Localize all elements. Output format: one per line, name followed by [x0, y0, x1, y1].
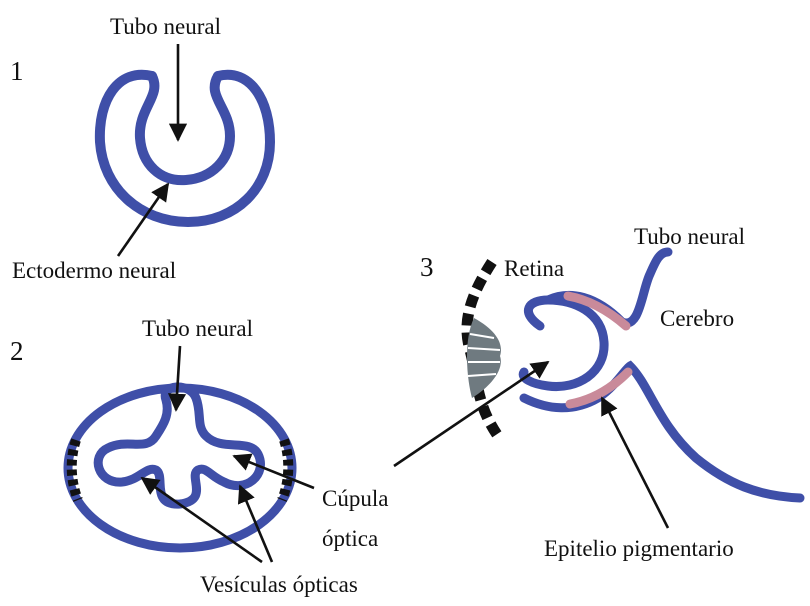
panel-1-number: 1: [10, 56, 24, 86]
panel-2-optic-cup-label-line2: óptica: [322, 526, 378, 551]
panel-2-optic-cup-label-line1: Cúpula: [322, 486, 388, 511]
panel-3: 3 Tubo neural Retina Cerebro Epitelio pi…: [394, 224, 800, 561]
panel-3-retina-label: Retina: [504, 256, 564, 281]
panel-3-lens: [467, 318, 501, 398]
panel-3-neural-tube-label: Tubo neural: [634, 224, 745, 249]
panel-1-ectoderm-label: Ectodermo neural: [12, 258, 176, 283]
panel-3-optic-cup-retina: [523, 300, 604, 387]
panel-2-neural-tube-trefoil: [98, 387, 260, 504]
panel-3-number: 3: [420, 252, 434, 282]
panel-3-pigment-label: Epitelio pigmentario: [544, 536, 734, 561]
panel-1-neural-tube-label: Tubo neural: [110, 14, 221, 39]
panel-2-neural-tube-label: Tubo neural: [142, 316, 253, 341]
panel-1-neural-fold-outer: [100, 75, 270, 222]
panel-2: 2 Tubo neural Cúpula óptica Vesículas óp…: [10, 316, 388, 597]
panel-2-number: 2: [10, 336, 24, 366]
panel-1: 1 Tubo neural Ectodermo neural: [10, 14, 270, 283]
panel-2-neural-tube-arrow: [176, 346, 180, 410]
panel-2-vesicles-label: Vesículas ópticas: [200, 572, 358, 597]
panel-1-neural-fold-inner: [140, 76, 230, 180]
panel-3-brain-label: Cerebro: [660, 306, 734, 331]
